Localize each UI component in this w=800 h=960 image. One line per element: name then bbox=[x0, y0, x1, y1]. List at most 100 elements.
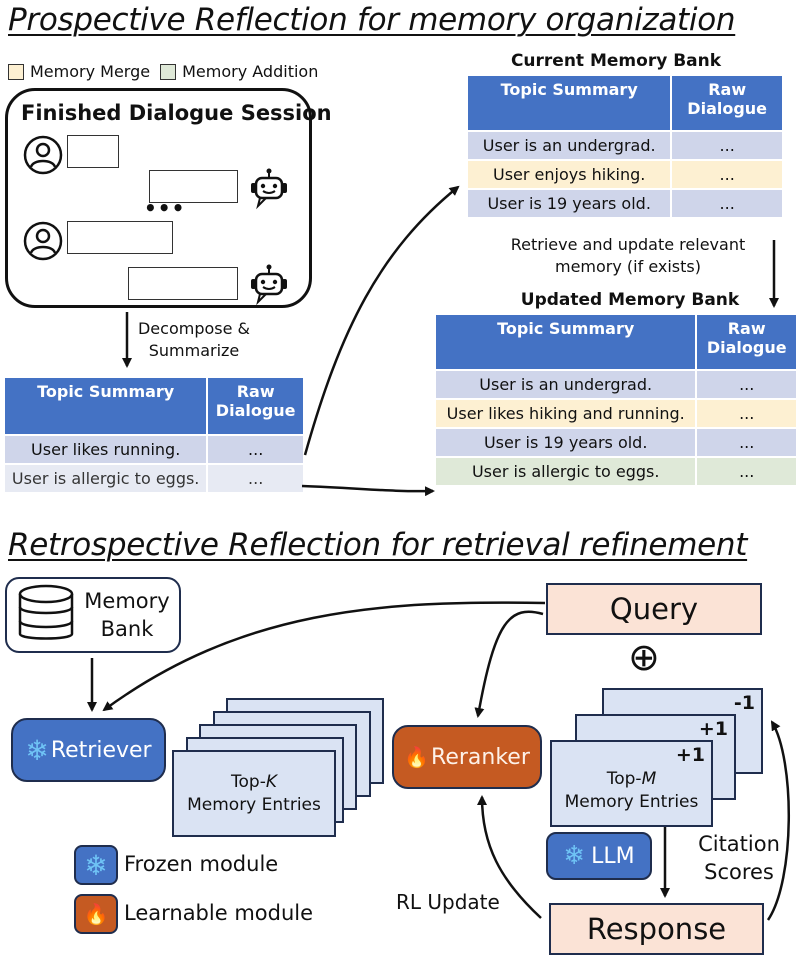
topk-line2: Memory Entries bbox=[187, 794, 321, 815]
table-row: User is 19 years old. ... bbox=[436, 429, 796, 456]
user-icon bbox=[23, 221, 63, 261]
retriever-module: ❄ Retriever bbox=[11, 718, 166, 782]
topic-summary-cell: User is allergic to eggs. bbox=[5, 465, 207, 492]
topk-card-front: Top-K Memory Entries bbox=[172, 750, 336, 837]
query-label: Query bbox=[609, 592, 699, 626]
prospective-title: Prospective Reflection for memory organi… bbox=[8, 2, 736, 38]
memory-merge-swatch bbox=[8, 63, 24, 80]
memory-merge-label: Memory Merge bbox=[30, 62, 151, 81]
column-header-raw-dialogue: Raw Dialogue bbox=[208, 378, 303, 434]
decompose-summarize-label: Decompose & Summarize bbox=[134, 318, 254, 361]
table-row: User enjoys hiking. ... bbox=[468, 161, 782, 188]
citation-label-line1: Citation bbox=[698, 832, 780, 856]
database-icon bbox=[19, 584, 74, 640]
topm-memory-entries-label: Top-M Memory Entries bbox=[565, 768, 699, 814]
topic-summary-cell: User is 19 years old. bbox=[436, 429, 696, 456]
retrieve-update-label: Retrieve and update relevant memory (if … bbox=[490, 234, 766, 277]
retrospective-title: Retrospective Reflection for retrieval r… bbox=[8, 527, 748, 563]
topm-variable: M bbox=[641, 768, 657, 789]
raw-dialogue-cell: ... bbox=[697, 429, 796, 456]
retrieve-label-line1: Retrieve and update relevant bbox=[510, 235, 746, 254]
table-row: User likes running. ... bbox=[5, 436, 303, 463]
session-title: Finished Dialogue Session bbox=[21, 101, 332, 125]
topm-card-front: +1 Top-M Memory Entries bbox=[550, 740, 713, 827]
table-row: User is allergic to eggs. ... bbox=[436, 458, 796, 485]
response-label: Response bbox=[586, 912, 727, 946]
column-header-raw-dialogue: Raw Dialogue bbox=[672, 76, 782, 130]
learnable-legend-swatch: 🔥 bbox=[74, 894, 118, 934]
column-header-topic-summary: Topic Summary bbox=[436, 315, 696, 369]
snowflake-icon: ❄ bbox=[25, 733, 49, 767]
addition-arrow bbox=[301, 484, 435, 497]
reranker-label: Reranker bbox=[431, 744, 530, 770]
decompose-label-line2: Summarize bbox=[148, 340, 240, 360]
more-messages-ellipsis: ••• bbox=[144, 196, 186, 220]
citation-score: -1 bbox=[733, 692, 755, 714]
learnable-module-label: Learnable module bbox=[124, 901, 314, 925]
table-row: User is an undergrad. ... bbox=[436, 371, 796, 398]
frozen-module-label: Frozen module bbox=[124, 852, 279, 876]
citation-label-line2: Scores bbox=[704, 860, 774, 885]
robot-icon bbox=[251, 264, 287, 306]
topk-memory-entries-label: Top-K Memory Entries bbox=[187, 771, 321, 817]
concat-oplus-icon: ⊕ bbox=[628, 635, 660, 679]
topm-prefix: Top- bbox=[606, 768, 642, 789]
topk-prefix: Top- bbox=[231, 771, 266, 792]
query-to-reranker-arrow bbox=[474, 610, 544, 718]
response-box: Response bbox=[549, 903, 764, 955]
user-icon bbox=[23, 135, 63, 175]
memory-bank-label: Memory Bank bbox=[84, 587, 169, 644]
retriever-label: Retriever bbox=[50, 737, 152, 763]
raw-dialogue-cell: ... bbox=[697, 458, 796, 485]
retrieve-label-line2: memory (if exists) bbox=[554, 256, 701, 276]
updated-memory-bank-title: Updated Memory Bank bbox=[520, 290, 740, 310]
frozen-legend-swatch: ❄ bbox=[74, 845, 118, 885]
current-memory-bank-table: Topic Summary Raw Dialogue User is an un… bbox=[466, 74, 784, 219]
citation-scores-label: Citation Scores bbox=[696, 830, 782, 887]
topm-line2: Memory Entries bbox=[564, 791, 699, 812]
new-summary-table: Topic Summary Raw Dialogue User likes ru… bbox=[3, 376, 305, 494]
reranker-module: 🔥 Reranker bbox=[392, 725, 542, 789]
table-row: User is 19 years old. ... bbox=[468, 190, 782, 217]
raw-dialogue-cell: ... bbox=[697, 371, 796, 398]
citation-scores-arrow bbox=[766, 720, 791, 921]
bot-message-bubble bbox=[149, 170, 238, 203]
user-message-bubble bbox=[67, 221, 173, 254]
bot-message-bubble bbox=[128, 267, 238, 300]
decompose-label-line1: Decompose & bbox=[137, 319, 251, 338]
column-header-raw-dialogue: Raw Dialogue bbox=[697, 315, 796, 369]
updated-memory-bank-table: Topic Summary Raw Dialogue User is an un… bbox=[434, 313, 798, 487]
llm-module: ❄ LLM bbox=[546, 832, 652, 880]
raw-dialogue-cell: ... bbox=[672, 190, 782, 217]
user-message-bubble bbox=[67, 135, 119, 168]
topk-variable: K bbox=[265, 771, 277, 792]
merge-addition-legend: Memory Merge Memory Addition bbox=[8, 62, 318, 81]
memory-addition-swatch bbox=[160, 63, 177, 80]
llm-label: LLM bbox=[591, 843, 635, 869]
raw-dialogue-cell: ... bbox=[208, 465, 303, 492]
column-header-topic-summary: Topic Summary bbox=[468, 76, 671, 130]
robot-icon bbox=[251, 168, 287, 210]
topic-summary-cell: User is an undergrad. bbox=[468, 132, 671, 159]
topic-summary-cell: User likes running. bbox=[5, 436, 207, 463]
fire-icon: 🔥 bbox=[404, 745, 430, 769]
fire-icon: 🔥 bbox=[83, 902, 109, 926]
rl-update-label: RL Update bbox=[396, 890, 500, 914]
query-box: Query bbox=[546, 583, 762, 635]
memory-bank-label-line2: Bank bbox=[100, 617, 154, 641]
topic-summary-cell: User is an undergrad. bbox=[436, 371, 696, 398]
column-header-topic-summary: Topic Summary bbox=[5, 378, 207, 434]
table-row: User is allergic to eggs. ... bbox=[5, 465, 303, 492]
memory-bank-box: Memory Bank bbox=[5, 577, 181, 653]
table-row: User is an undergrad. ... bbox=[468, 132, 782, 159]
citation-score: +1 bbox=[698, 718, 728, 740]
current-memory-bank-title: Current Memory Bank bbox=[510, 51, 722, 71]
memory-addition-label: Memory Addition bbox=[182, 62, 319, 81]
topic-summary-cell: User is allergic to eggs. bbox=[436, 458, 696, 485]
raw-dialogue-cell: ... bbox=[672, 161, 782, 188]
memory-bank-label-line1: Memory bbox=[84, 588, 170, 613]
topic-summary-cell: User enjoys hiking. bbox=[468, 161, 671, 188]
topic-summary-cell: User is 19 years old. bbox=[468, 190, 671, 217]
raw-dialogue-cell: ... bbox=[672, 132, 782, 159]
citation-score: +1 bbox=[675, 744, 705, 766]
